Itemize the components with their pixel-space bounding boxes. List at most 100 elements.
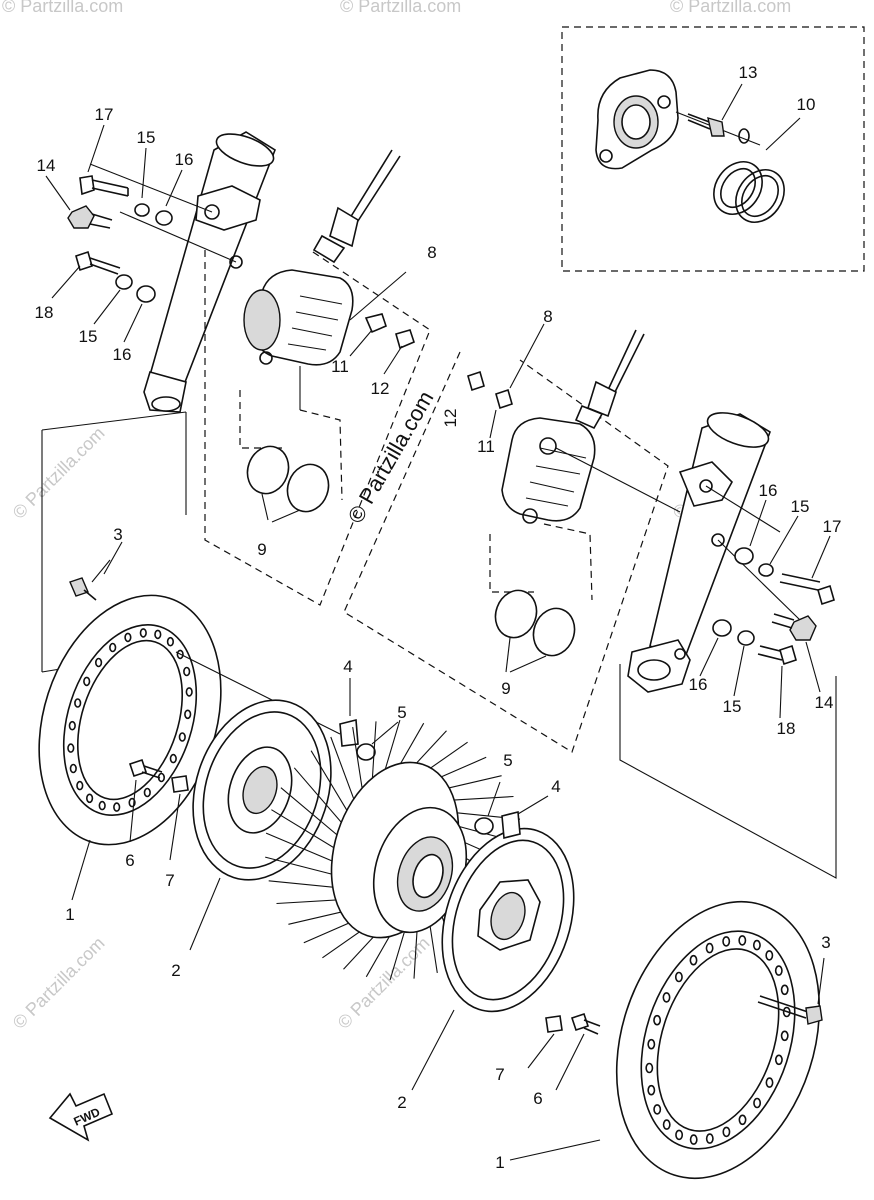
right-brake-plate: 2 5 4 7 6 <box>397 751 601 1112</box>
right-alignment-line <box>619 664 837 879</box>
callout-16-right-top: 16 <box>759 481 778 500</box>
inset-bolt-icon <box>687 113 725 137</box>
callout-1-right: 1 <box>495 1153 504 1172</box>
disc-hole <box>83 676 91 687</box>
callout-16-left-bottom: 16 <box>113 345 132 364</box>
callout-15-left-bottom: 15 <box>79 327 98 346</box>
callout-3-left: 3 <box>113 525 122 544</box>
callout-5-left: 5 <box>397 703 406 722</box>
callout-12-right: 12 <box>441 409 460 428</box>
fwd-arrow-icon: FWD <box>48 1092 114 1142</box>
callout-6-left: 6 <box>125 851 134 870</box>
disc-hole <box>76 780 84 791</box>
disc-hole <box>689 954 698 966</box>
brake-pads-right-icon <box>489 523 593 673</box>
callout-1-left: 1 <box>65 905 74 924</box>
disc-hole <box>774 1054 783 1066</box>
callout-15-right-top: 15 <box>791 497 810 516</box>
bleeder-cap-icon <box>395 329 415 350</box>
disc-hole <box>780 984 789 996</box>
callout-3-right: 3 <box>821 933 830 952</box>
callout-11-left: 11 <box>331 357 349 376</box>
left-fork-leg <box>89 131 276 413</box>
callout-7-left: 7 <box>165 871 174 890</box>
right-caliper: 8 11 12 9 <box>343 307 681 753</box>
disc-hole <box>647 1084 656 1096</box>
left-alignment-line <box>41 411 187 672</box>
callout-4-right: 4 <box>551 777 560 796</box>
disc-hole <box>85 793 94 804</box>
disc-hole <box>662 1119 671 1130</box>
disc-hole <box>169 753 177 764</box>
disc-hole <box>154 629 162 640</box>
disc-hole <box>124 632 132 643</box>
callout-17-right: 17 <box>823 517 842 536</box>
watermark-top-left: © Partzilla.com <box>2 0 123 16</box>
callout-7-right: 7 <box>495 1065 504 1084</box>
bleeder-screw-right-icon <box>495 388 513 410</box>
callout-8-left: 8 <box>427 243 436 262</box>
disc-hole <box>166 636 174 647</box>
callout-2-left: 2 <box>171 961 180 980</box>
watermark-left-upper: © Partzilla.com <box>9 423 109 523</box>
callout-5-right: 5 <box>503 751 512 770</box>
right-fork-leg <box>627 412 801 693</box>
callout-17-left: 17 <box>95 105 114 124</box>
disc-hole <box>69 763 77 774</box>
callout-15-right-bottom: 15 <box>723 697 742 716</box>
callout-9-right: 9 <box>501 679 510 698</box>
bleeder-screw-icon <box>364 313 387 334</box>
inset-caliper-detail: 13 10 <box>561 26 865 272</box>
disc-hole <box>774 965 783 976</box>
callout-11-right: 11 <box>477 437 495 456</box>
bleeder-cap-right-icon <box>467 370 485 392</box>
watermark-top-right: © Partzilla.com <box>670 0 791 16</box>
left-mount-hardware: 17 15 16 14 18 15 16 <box>35 105 194 364</box>
wheel-hub <box>265 719 521 981</box>
callout-14-left: 14 <box>37 156 56 175</box>
disc-hole <box>113 802 121 812</box>
disc-hole <box>183 666 191 677</box>
disc-hole <box>645 1062 654 1074</box>
right-mount-hardware: 16 15 17 14 16 15 18 <box>689 481 842 738</box>
watermark-center-lower: © Partzilla.com <box>334 933 434 1033</box>
disc-hole <box>765 950 774 961</box>
left-brake-plate: 2 4 5 <box>171 657 406 980</box>
disc-hole <box>722 1126 731 1138</box>
disc-hole <box>109 642 117 653</box>
watermark-top-mid: © Partzilla.com <box>340 0 461 16</box>
callout-4-left: 4 <box>343 657 352 676</box>
disc-hole <box>780 1030 789 1042</box>
brake-pads-icon <box>239 390 343 523</box>
callout-2-right: 2 <box>397 1093 406 1112</box>
disc-hole <box>752 939 761 951</box>
disc-hole <box>765 1077 774 1088</box>
callout-13: 13 <box>739 63 758 82</box>
disc-hole <box>74 698 82 708</box>
disc-hole <box>662 992 671 1003</box>
callout-18-left: 18 <box>35 303 54 322</box>
callout-12-left: 12 <box>371 379 390 398</box>
disc-hole <box>143 787 151 798</box>
left-brake-disc: 3 6 7 1 <box>38 525 341 924</box>
disc-hole <box>753 1097 762 1109</box>
disc-hole <box>738 1114 747 1126</box>
callout-6-right: 6 <box>533 1089 542 1108</box>
right-brake-disc: 3 1 <box>495 900 831 1180</box>
disc-hole <box>68 720 76 731</box>
callout-8-right: 8 <box>543 307 552 326</box>
disc-hole <box>653 1104 662 1115</box>
disc-hole <box>98 800 106 811</box>
watermark-left-lower: © Partzilla.com <box>9 933 109 1033</box>
seal-ring-icon <box>713 161 785 223</box>
callout-14-right: 14 <box>815 693 834 712</box>
disc-hole <box>653 1014 662 1026</box>
disc-hole <box>139 628 147 638</box>
disc-hole <box>674 971 683 983</box>
disc-hole <box>675 1129 684 1141</box>
disc-hole <box>722 936 731 947</box>
callout-9-left: 9 <box>257 540 266 559</box>
disc-hole <box>185 687 193 697</box>
disc-hole <box>184 709 192 720</box>
